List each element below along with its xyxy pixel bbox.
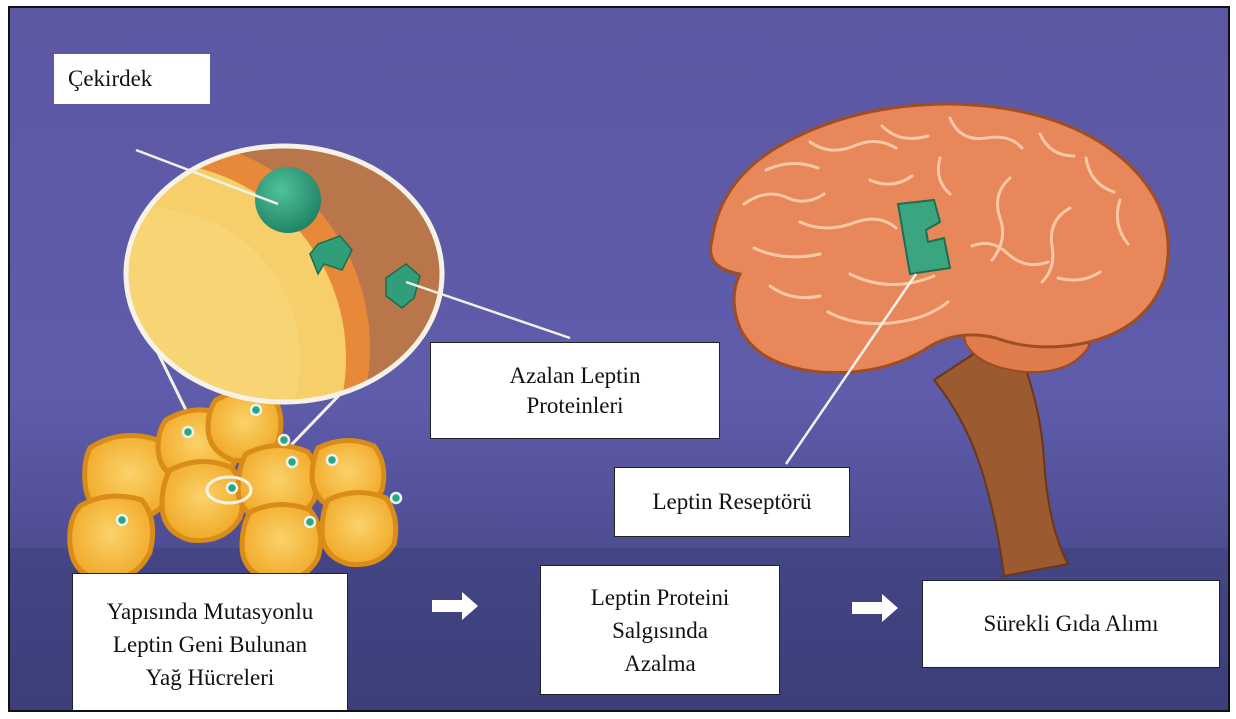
secretion-line1: Leptin Proteini <box>591 581 730 614</box>
fat-cells-label: Yapısında Mutasyonlu Leptin Geni Bulunan… <box>72 573 348 712</box>
food-intake-text: Sürekli Gıda Alımı <box>983 609 1158 639</box>
secretion-decrease-label: Leptin Proteini Salgısında Azalma <box>540 565 780 695</box>
decreasing-leptin-label: Azalan Leptin Proteinleri <box>430 342 720 439</box>
fat-cells-line3: Yağ Hücreleri <box>107 661 314 694</box>
leptin-receptor-text: Leptin Reseptörü <box>652 487 811 517</box>
secretion-line2: Salgısında <box>591 614 730 647</box>
nucleus-label: Çekirdek <box>54 54 210 104</box>
food-intake-label: Sürekli Gıda Alımı <box>922 580 1220 668</box>
fat-cells-line2: Leptin Geni Bulunan <box>107 628 314 661</box>
nucleus-label-text: Çekirdek <box>68 64 152 94</box>
secretion-line3: Azalma <box>591 647 730 680</box>
diagram-frame: Çekirdek Azalan Leptin Proteinleri Lepti… <box>8 6 1230 712</box>
fat-cells-line1: Yapısında Mutasyonlu <box>107 595 314 628</box>
leptin-receptor-label: Leptin Reseptörü <box>614 467 850 537</box>
decreasing-leptin-line2: Proteinleri <box>510 391 641 421</box>
decreasing-leptin-line1: Azalan Leptin <box>510 361 641 391</box>
